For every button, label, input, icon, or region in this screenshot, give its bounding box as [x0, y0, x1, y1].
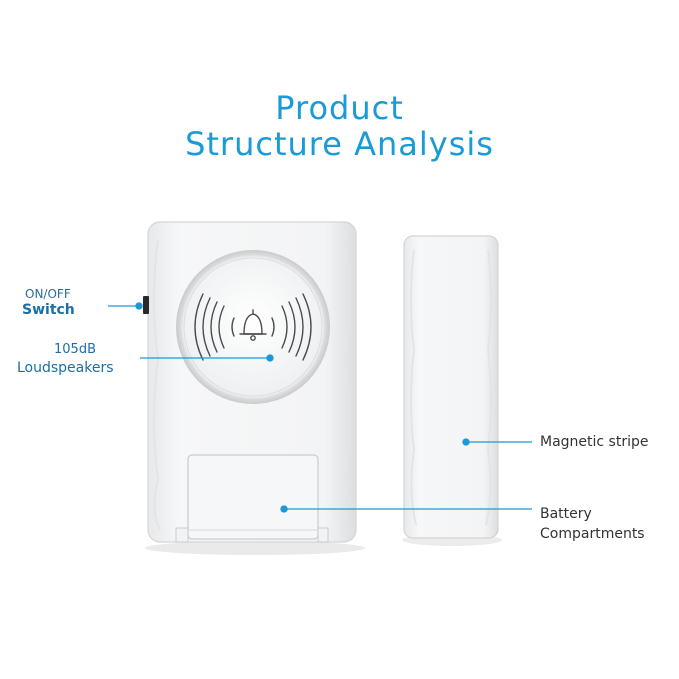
speaker-label-top: 105dB: [54, 342, 96, 357]
switch-label-top: ON/OFF: [25, 287, 71, 301]
title-line-1: Product: [275, 89, 404, 127]
alarm-unit: [143, 221, 357, 543]
title-line-2: Structure Analysis: [185, 125, 494, 163]
battery-label-top: Battery: [540, 506, 592, 522]
speaker-label-bottom: Loudspeakers: [17, 360, 114, 376]
battery-label-bottom: Compartments: [540, 526, 645, 542]
bell-icon: [194, 293, 312, 361]
magnet-unit: [403, 235, 499, 539]
switch-label-bottom: Switch: [22, 302, 75, 318]
magnetic-label: Magnetic stripe: [540, 434, 649, 450]
switch-nub[interactable]: [143, 296, 149, 314]
